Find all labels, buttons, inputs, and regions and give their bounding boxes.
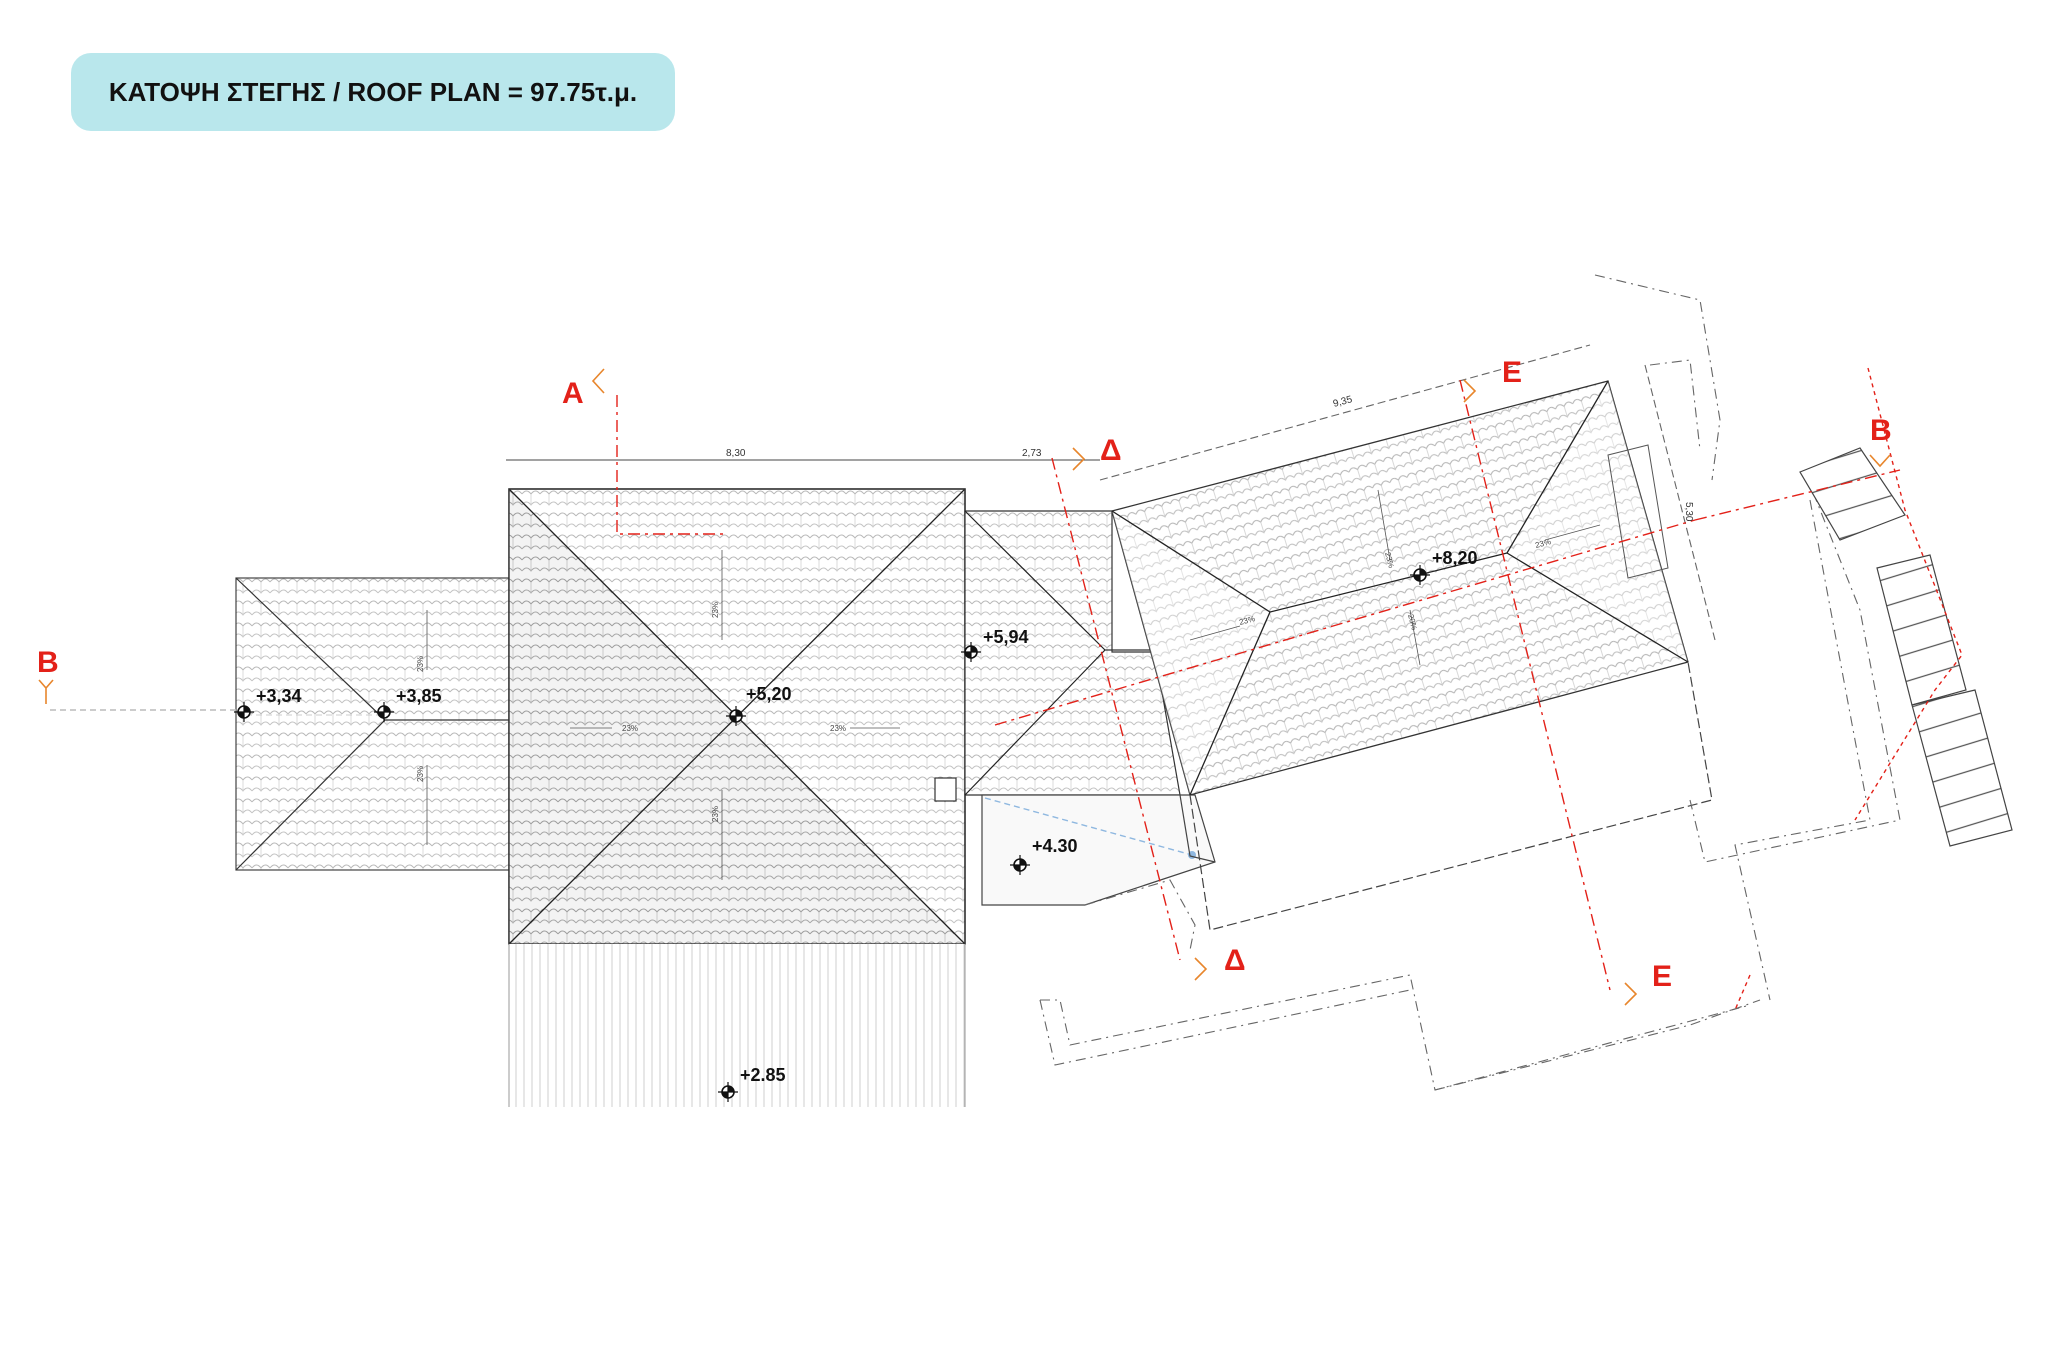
right-wing-roof (1111, 380, 1713, 931)
dimension-935: 9,35 (1332, 394, 1354, 410)
plan-title: ΚΑΤΟΨΗ ΣΤΕΓΗΣ / ROOF PLAN = 97.75τ.μ. (71, 53, 675, 131)
pergola-area (508, 944, 966, 1107)
dimension-530: 5,30 (1683, 502, 1694, 522)
level-labels: +3,34 +3,85 +5,20 +5,94 +4.30 +8,20 +2.8… (256, 548, 1478, 1085)
left-wing-roof (235, 577, 510, 871)
slope-label: 23% (1534, 537, 1552, 550)
slope-label: 23% (830, 724, 846, 733)
level-label-820: +8,20 (1432, 548, 1478, 568)
section-label-d-top: Δ (1100, 434, 1122, 467)
level-label-430: +4.30 (1032, 836, 1078, 856)
slope-labels: 23% 23% 23% 23% 23% 23% 23% 23% 23% 20% (416, 537, 1552, 822)
level-label-520: +5,20 (746, 684, 792, 704)
stairs (1799, 447, 2013, 847)
section-label-e-bottom: E (1652, 960, 1672, 993)
dimension-labels: 8,30 2,73 9,35 5,30 (726, 394, 1694, 522)
plan-title-text: ΚΑΤΟΨΗ ΣΤΕΓΗΣ / ROOF PLAN = 97.75τ.μ. (108, 76, 638, 107)
level-label-285: +2.85 (740, 1065, 786, 1085)
slope-label: 23% (711, 602, 720, 618)
slope-label: 23% (416, 766, 425, 782)
slope-label: 20% (1406, 613, 1419, 631)
section-label-d-bottom: Δ (1224, 944, 1246, 977)
dimension-273: 2,73 (1022, 448, 1042, 459)
dimension-830: 8,30 (726, 448, 746, 459)
slope-label: 23% (711, 806, 720, 822)
level-label-334: +3,34 (256, 686, 302, 706)
section-label-e-top: E (1502, 356, 1522, 389)
slope-label: 23% (622, 724, 638, 733)
level-label-385: +3,85 (396, 686, 442, 706)
site-boundary-lines (506, 274, 1901, 1091)
section-lines (50, 367, 1963, 1011)
level-label-594: +5,94 (983, 627, 1029, 647)
section-label-b-right: B (1870, 414, 1892, 447)
section-arrows (38, 368, 1891, 1006)
slope-label: 23% (1383, 551, 1396, 569)
section-labels: A B B Δ Δ E E (37, 356, 1892, 993)
slope-label: 23% (416, 656, 425, 672)
section-label-b-left: B (37, 646, 59, 679)
middle-connector-roof (934, 510, 1216, 906)
section-label-a: A (562, 377, 584, 410)
slope-label: 23% (1238, 614, 1256, 627)
